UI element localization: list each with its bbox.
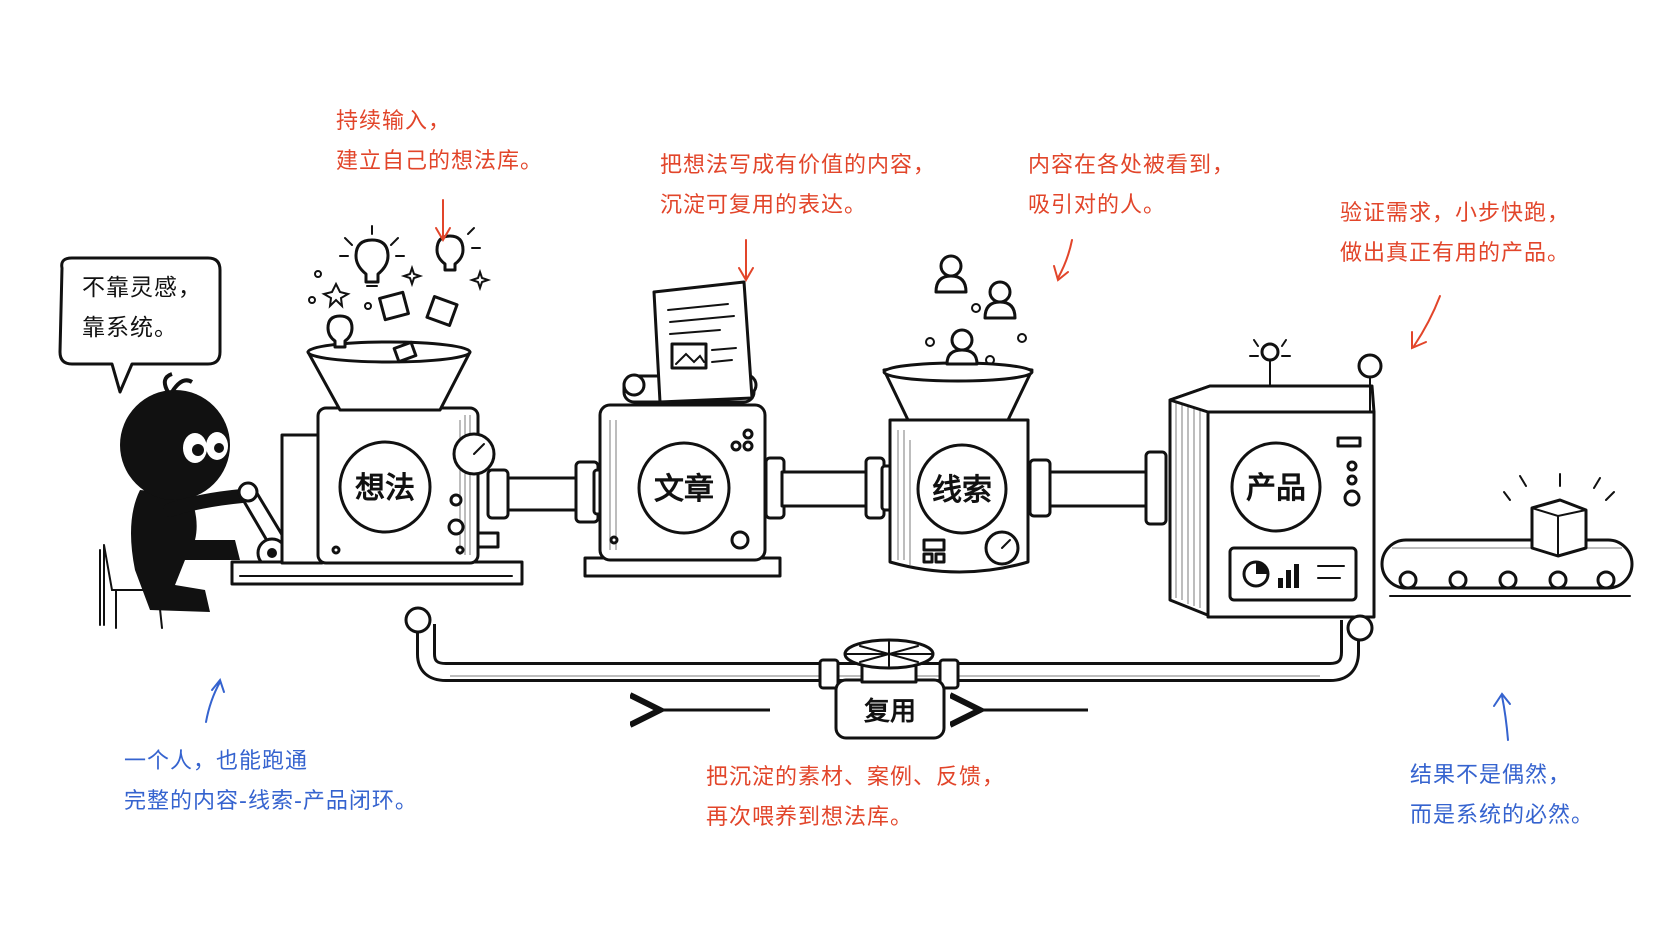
connector-pipe [488, 462, 608, 522]
pointer-arrow [436, 200, 450, 240]
annotation-line: 一个人，也能跑通 [124, 742, 418, 782]
annotation-result: 结果不是偶然， 而是系统的必然。 [1410, 756, 1594, 836]
connector-pipe [1030, 452, 1166, 524]
machine-leads [884, 256, 1032, 572]
lightbulb-icon [340, 226, 404, 286]
base-platform [232, 562, 522, 584]
annotation-line: 而是系统的必然。 [1410, 796, 1594, 836]
annotation-line: 沉淀可复用的表达。 [660, 186, 936, 226]
pointer-arrow [1494, 694, 1510, 740]
annotation-line: 建立自己的想法库。 [336, 142, 543, 182]
annotation-article: 把想法写成有价值的内容， 沉淀可复用的表达。 [660, 146, 936, 226]
pointer-arrow [1412, 296, 1440, 348]
annotation-line: 把沉淀的素材、案例、反馈， [706, 758, 1005, 798]
pointer-arrow [739, 240, 753, 280]
pointer-arrow [1054, 240, 1072, 280]
conveyor-belt [1382, 474, 1632, 596]
product-box-icon [1532, 500, 1586, 556]
annotation-leads: 内容在各处被看到， 吸引对的人。 [1028, 146, 1235, 226]
person-figure [100, 374, 242, 628]
annotation-product: 验证需求，小步快跑， 做出真正有用的产品。 [1340, 194, 1570, 274]
machine-ideas [282, 342, 498, 563]
speech-line: 靠系统。 [82, 308, 202, 348]
speech-bubble-text: 不靠灵感， 靠系统。 [82, 268, 202, 348]
user-icon [947, 330, 977, 364]
machine-label: 线索 [932, 473, 992, 508]
annotation-line: 再次喂养到想法库。 [706, 798, 1005, 838]
annotation-line: 吸引对的人。 [1028, 186, 1235, 226]
speech-line: 不靠灵感， [82, 268, 202, 308]
annotation-ideas: 持续输入， 建立自己的想法库。 [336, 102, 543, 182]
user-icon [985, 282, 1015, 318]
annotation-line: 验证需求，小步快跑， [1340, 194, 1570, 234]
annotation-line: 完整的内容-线索-产品闭环。 [124, 782, 418, 822]
document-icon [654, 282, 752, 402]
user-icon [936, 256, 966, 292]
machine-label: 文章 [654, 472, 714, 507]
connector-pipe [766, 458, 894, 518]
annotation-line: 内容在各处被看到， [1028, 146, 1235, 186]
pointer-arrow [206, 680, 224, 722]
machine-article [585, 282, 780, 576]
annotation-line: 结果不是偶然， [1410, 756, 1594, 796]
annotation-reuse: 把沉淀的素材、案例、反馈， 再次喂养到想法库。 [706, 758, 1005, 838]
machine-label: 产品 [1246, 471, 1306, 506]
annotation-line: 把想法写成有价值的内容， [660, 146, 936, 186]
annotation-line: 做出真正有用的产品。 [1340, 234, 1570, 274]
annotation-person: 一个人，也能跑通 完整的内容-线索-产品闭环。 [124, 742, 418, 822]
annotation-line: 持续输入， [336, 102, 543, 142]
valve-label: 复用 [864, 697, 916, 727]
machine-label: 想法 [355, 471, 415, 506]
